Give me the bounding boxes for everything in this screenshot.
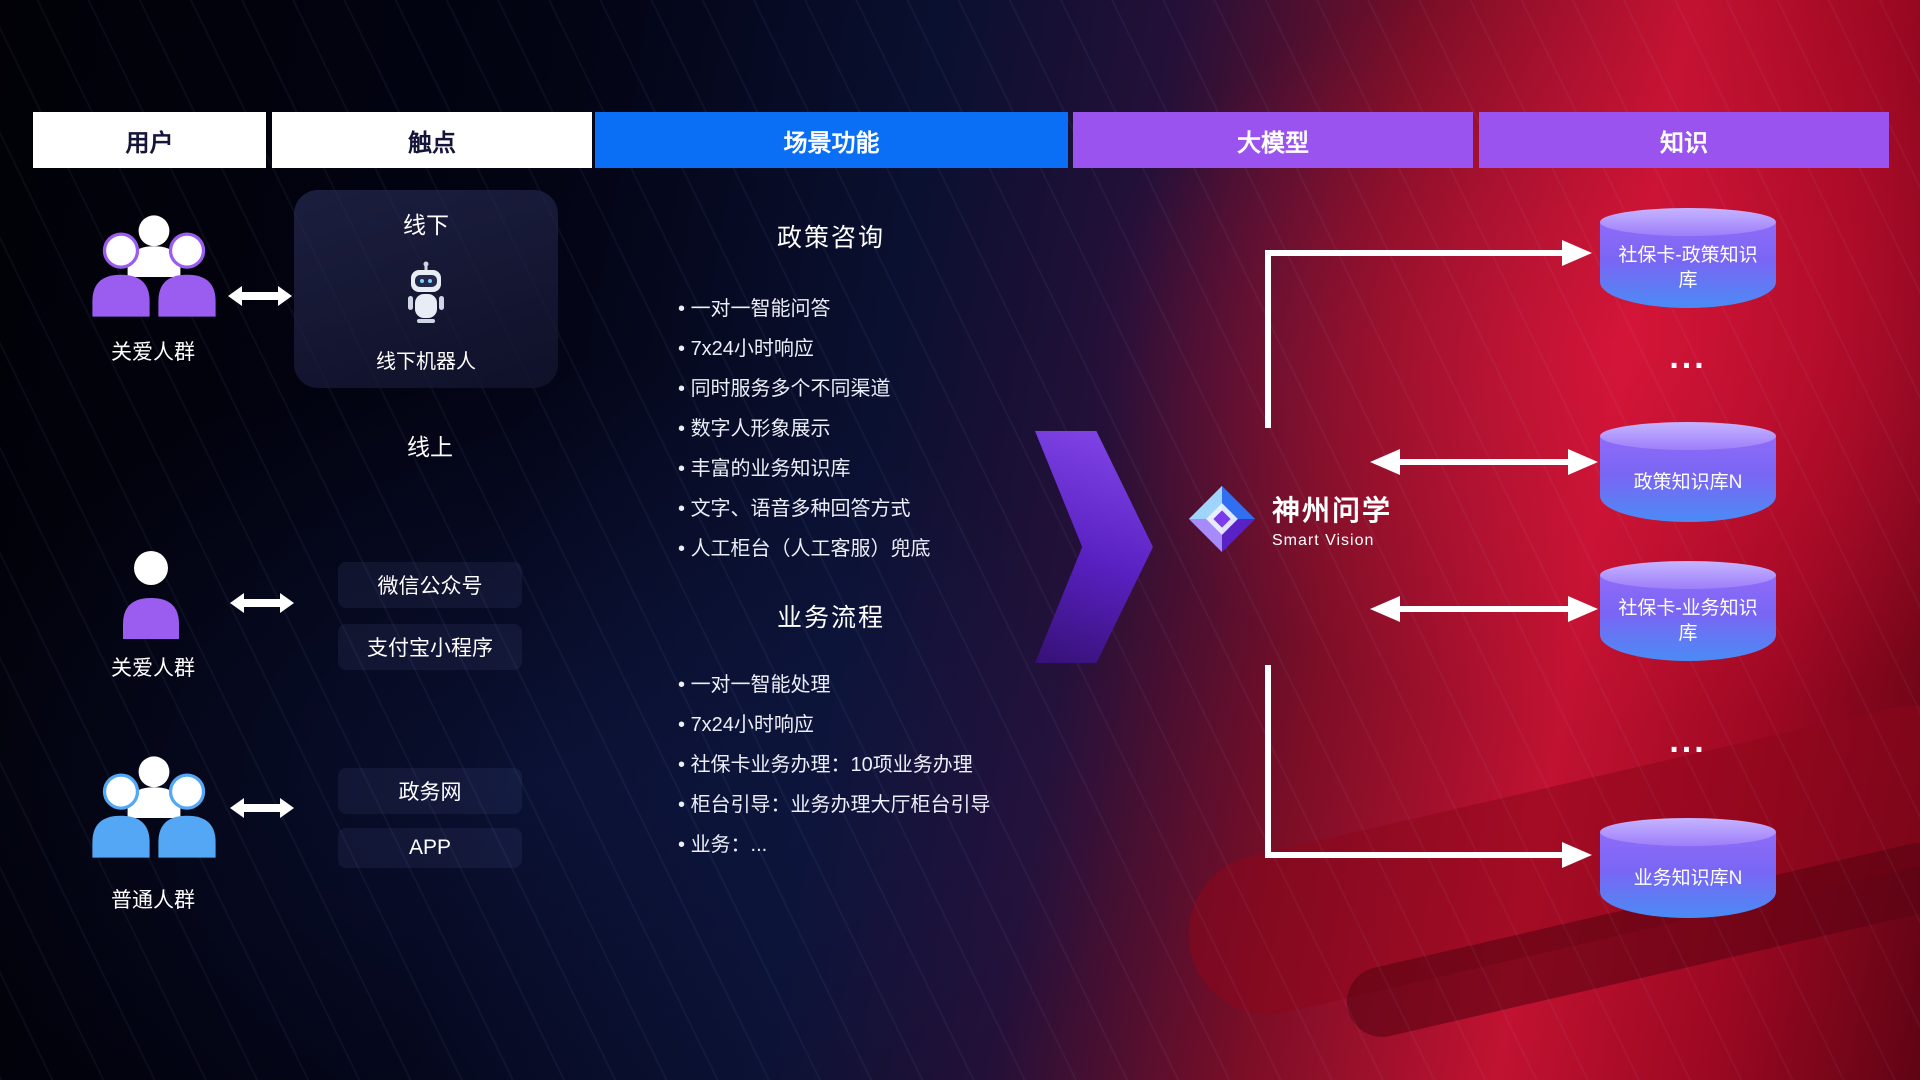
channel-app: APP (338, 828, 522, 868)
double-arrow-icon (230, 798, 294, 818)
list-item: 7x24小时响应 (678, 708, 1138, 737)
list-item: 数字人形象展示 (678, 412, 1138, 441)
scenario-policy-list: 一对一智能问答 7x24小时响应 同时服务多个不同渠道 数字人形象展示 丰富的业… (678, 292, 1138, 572)
header-user-label: 用户 (125, 129, 174, 157)
offline-touchpoint-card: 线下 线下机器人 (294, 190, 558, 388)
robot-icon (408, 261, 444, 323)
cylinder-top (1600, 561, 1776, 589)
header-knowledge: 知识 (1479, 112, 1889, 168)
header-model: 大模型 (1073, 112, 1473, 168)
list-item: 7x24小时响应 (678, 332, 1138, 361)
cylinder-label: 政策知识库N (1600, 436, 1776, 522)
header-model-label: 大模型 (1237, 129, 1309, 157)
list-item: 一对一智能处理 (678, 668, 1138, 697)
list-item: 丰富的业务知识库 (678, 452, 1138, 481)
scenario-business-title: 业务流程 (776, 604, 885, 632)
list-item: 文字、语音多种回答方式 (678, 492, 1138, 521)
list-item: 柜台引导：业务办理大厅柜台引导 (678, 788, 1138, 817)
user-group-3-label: 普通人群 (111, 889, 195, 912)
user-group-1-label: 关爱人群 (111, 341, 195, 364)
knowledge-ellipsis-bottom: ... (1669, 722, 1707, 760)
smart-vision-diamond-icon (1188, 485, 1256, 553)
header-touchpoint: 触点 (272, 112, 592, 168)
model-logo: 神州问学 Smart Vision (1186, 483, 1392, 555)
knowledge-db-policy-n: 政策知识库N (1600, 422, 1776, 522)
model-subtitle: Smart Vision (1272, 531, 1375, 549)
cylinder-top (1600, 422, 1776, 450)
knowledge-ellipsis-top: ... (1669, 338, 1707, 376)
cylinder-label: 社保卡-政策知识库 (1600, 222, 1776, 308)
list-item: 社保卡业务办理：10项业务办理 (678, 748, 1138, 777)
list-item: 一对一智能问答 (678, 292, 1138, 321)
knowledge-db-business-n: 业务知识库N (1600, 818, 1776, 918)
channel-gov-web: 政务网 (338, 768, 522, 814)
header-scenario: 场景功能 (595, 112, 1068, 168)
double-arrow-icon (230, 593, 294, 613)
user-group-purple-icon (92, 215, 216, 317)
user-group-2-label: 关爱人群 (111, 657, 195, 680)
double-arrow-icon (228, 286, 292, 306)
cylinder-label: 社保卡-业务知识库 (1600, 575, 1776, 661)
header-scenario-label: 场景功能 (783, 129, 880, 157)
cylinder-top (1600, 818, 1776, 846)
model-name: 神州问学 (1272, 494, 1393, 526)
scenario-business-list: 一对一智能处理 7x24小时响应 社保卡业务办理：10项业务办理 柜台引导：业务… (678, 668, 1138, 868)
header-touchpoint-label: 触点 (408, 129, 456, 157)
model-logo-text: 神州问学 Smart Vision (1272, 489, 1392, 550)
knowledge-db-policy-shebao: 社保卡-政策知识库 (1600, 208, 1776, 308)
channel-alipay: 支付宝小程序 (338, 624, 522, 670)
user-person-purple-icon (123, 551, 179, 639)
scenario-policy-title: 政策咨询 (776, 224, 885, 252)
list-item: 业务：... (678, 828, 1138, 857)
user-group-blue-icon (92, 756, 216, 858)
header-knowledge-label: 知识 (1660, 129, 1708, 157)
list-item: 同时服务多个不同渠道 (678, 372, 1138, 401)
channel-wechat: 微信公众号 (338, 562, 522, 608)
online-title: 线上 (407, 434, 453, 460)
offline-robot-label: 线下机器人 (376, 351, 476, 373)
knowledge-db-business-shebao: 社保卡-业务知识库 (1600, 561, 1776, 661)
cylinder-label: 业务知识库N (1600, 832, 1776, 918)
cylinder-top (1600, 208, 1776, 236)
list-item: 人工柜台（人工客服）兜底 (678, 532, 1138, 561)
header-user: 用户 (33, 112, 266, 168)
offline-title: 线下 (403, 212, 449, 238)
